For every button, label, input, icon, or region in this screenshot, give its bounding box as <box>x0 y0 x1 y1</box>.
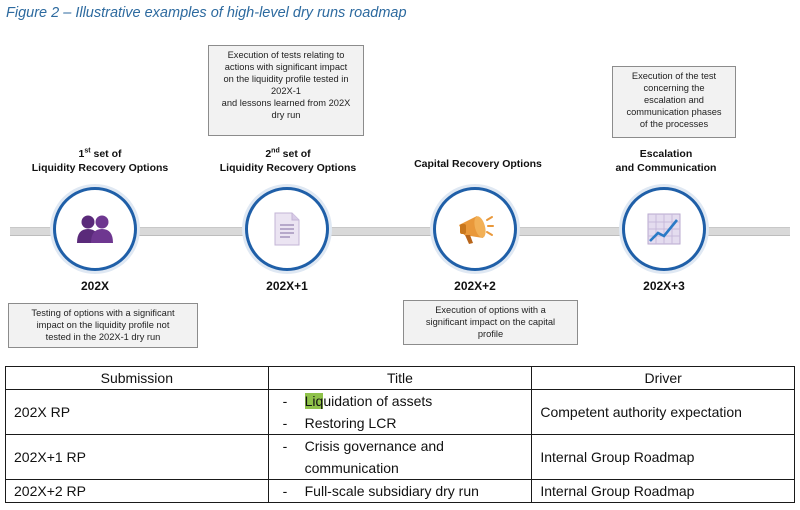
note-above-202x3: Execution of the test concerning the esc… <box>612 66 736 138</box>
stage-title-text: Capital Recovery Options <box>414 158 542 170</box>
year-label: 202X+1 <box>266 279 308 293</box>
column-header-driver: Driver <box>531 366 795 390</box>
people-icon <box>77 215 113 243</box>
note-line: tested in the 202X-1 dry run <box>45 332 161 342</box>
driver-cell: Competent authority expectation <box>531 389 795 435</box>
stage-ordinal-suffix: nd <box>271 147 280 155</box>
title-cell: -Liquidation of assets -Restoring LCR <box>267 389 533 435</box>
stage-title-text: set of <box>90 148 122 160</box>
note-line: profile <box>477 329 504 339</box>
bullet-dash: - <box>282 393 288 409</box>
title-text: Crisis governance and <box>304 438 444 454</box>
stage-title-text: Escalation <box>639 148 693 160</box>
note-line: concerning the <box>643 83 705 93</box>
note-line: dry run <box>271 110 301 120</box>
bullet-dash: - <box>282 438 288 454</box>
note-line: actions with significant impact <box>224 62 348 72</box>
table-row: 202X+2 RP -Full-scale subsidiary dry run… <box>5 479 795 503</box>
table-row: 202X RP -Liquidation of assets -Restorin… <box>5 389 795 435</box>
stage-ordinal: 2 <box>265 148 272 160</box>
title-cell: -Crisis governance and communication <box>267 434 533 480</box>
note-line: Execution of options with a <box>435 305 546 315</box>
driver-cell: Internal Group Roadmap <box>531 479 795 503</box>
submission-table: Submission Title Driver 202X RP -Liquida… <box>5 366 795 503</box>
note-line: significant impact on the capital <box>425 317 556 327</box>
note-line: and lessons learned from 202X <box>221 98 351 108</box>
note-line: escalation and <box>644 95 704 105</box>
title-text: uidation of assets <box>323 393 433 409</box>
table-row: 202X+1 RP -Crisis governance and communi… <box>5 434 795 480</box>
document-icon <box>274 212 300 246</box>
note-line: Testing of options with a significant <box>31 308 175 318</box>
node-202x <box>53 187 137 271</box>
submission-cell: 202X RP <box>5 389 269 435</box>
note-line: on the liquidity profile tested in <box>223 74 349 84</box>
year-label: 202X+3 <box>643 279 685 293</box>
column-header-submission: Submission <box>5 366 269 390</box>
title-text: communication <box>304 460 399 476</box>
table-header-row: Submission Title Driver <box>5 366 795 390</box>
title-text: Full-scale subsidiary dry run <box>304 483 479 499</box>
submission-cell: 202X+2 RP <box>5 479 269 503</box>
highlighted-text: Liq <box>304 393 324 409</box>
note-below-202x: Testing of options with a significant im… <box>8 303 198 348</box>
stage-title-text: set of <box>279 148 311 160</box>
node-202x2 <box>433 187 517 271</box>
note-line: 202X-1 <box>271 86 301 96</box>
note-line: Execution of tests relating to <box>227 50 345 60</box>
stage-title-text: Liquidity Recovery Options <box>219 162 357 174</box>
year-label: 202X <box>80 279 110 293</box>
timeline-line <box>10 227 790 236</box>
note-below-202x2: Execution of options with a significant … <box>403 300 578 345</box>
year-label: 202X+2 <box>454 279 496 293</box>
title-text: Restoring LCR <box>304 415 397 431</box>
bullet-dash: - <box>282 483 288 499</box>
node-202x3 <box>622 187 706 271</box>
note-line: Execution of the test <box>631 71 717 81</box>
stage-title-3: Capital Recovery Options <box>388 157 568 171</box>
note-above-202x1: Execution of tests relating to actions w… <box>208 45 364 136</box>
stage-title-1: 1st set of Liquidity Recovery Options <box>10 147 190 175</box>
stage-title-2: 2nd set of Liquidity Recovery Options <box>198 147 378 175</box>
note-line: communication phases <box>626 107 722 117</box>
bullet-dash: - <box>282 415 288 431</box>
driver-cell: Internal Group Roadmap <box>531 434 795 480</box>
note-line: of the processes <box>639 119 709 129</box>
note-line: impact on the liquidity profile not <box>36 320 170 330</box>
stage-title-text: and Communication <box>615 162 717 174</box>
megaphone-icon <box>459 216 494 244</box>
submission-cell: 202X+1 RP <box>5 434 269 480</box>
stage-title-4: Escalation and Communication <box>576 147 756 175</box>
figure-caption: Figure 2 – Illustrative examples of high… <box>6 5 407 21</box>
node-202x1 <box>245 187 329 271</box>
line-chart-icon <box>647 213 681 245</box>
title-cell: -Full-scale subsidiary dry run <box>267 479 533 503</box>
column-header-title: Title <box>267 366 533 390</box>
stage-title-text: Liquidity Recovery Options <box>31 162 169 174</box>
stage-ordinal: 1 <box>78 148 85 160</box>
stage-ordinal-suffix: st <box>84 147 91 155</box>
